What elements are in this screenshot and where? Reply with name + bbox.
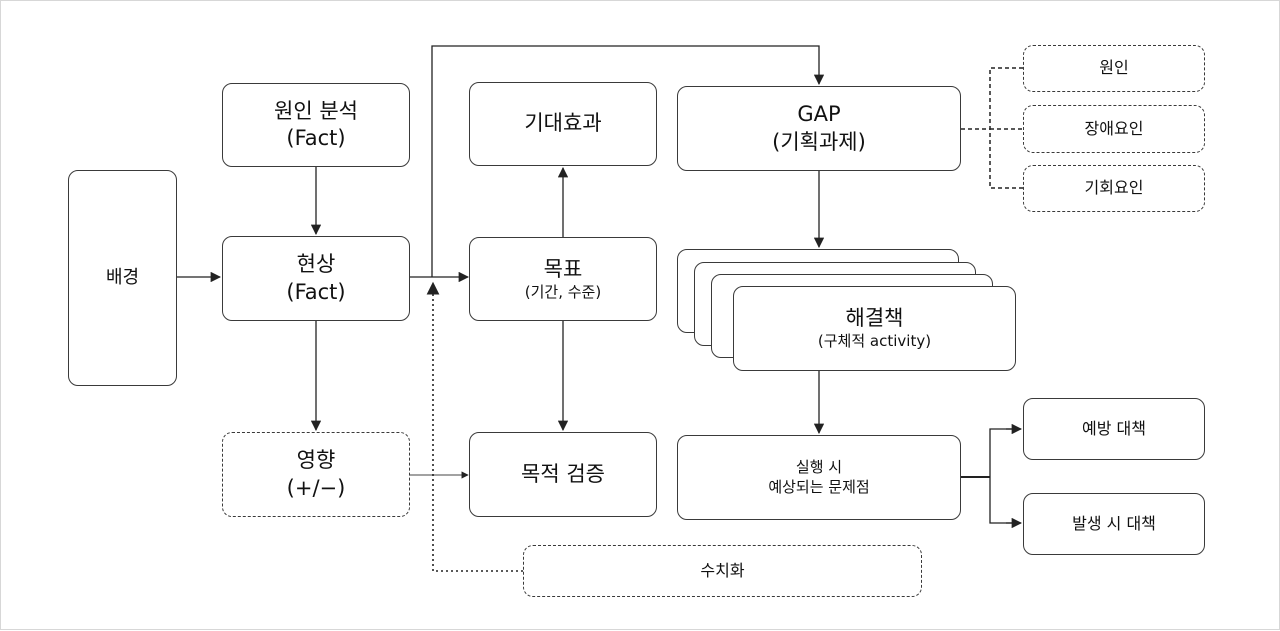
node-cause-analysis: 원인 분석 (Fact): [222, 83, 410, 167]
node-opportunity-label: 기회요인: [1084, 178, 1144, 198]
node-opportunity: 기회요인: [1023, 165, 1205, 212]
node-solution-line2: (구체적 activity): [817, 332, 932, 351]
node-gap: GAP (기획과제): [677, 86, 961, 171]
problems-branch: [989, 428, 1020, 524]
arrow-quantification-dotted: [426, 281, 523, 572]
node-prevention: 예방 대책: [1023, 398, 1205, 460]
node-quantification: 수치화: [523, 545, 922, 597]
node-solution: 해결책 (구체적 activity): [733, 286, 1016, 371]
node-impact: 영향 (+/−): [222, 432, 410, 517]
node-phenomenon-line2: (Fact): [286, 279, 346, 304]
gap-bracket: [989, 67, 1023, 189]
node-solution-line1: 해결책: [845, 306, 904, 331]
node-goal-line2: (기간, 수준): [524, 282, 602, 301]
node-quantification-label: 수치화: [700, 560, 745, 580]
node-response-label: 발생 시 대책: [1072, 513, 1156, 533]
node-gap-line1: GAP: [797, 102, 841, 127]
node-impact-line2: (+/−): [286, 475, 346, 500]
node-expected-effect-label: 기대효과: [524, 111, 602, 136]
node-expected-problems-line1: 실행 시: [795, 458, 843, 476]
node-cause: 원인: [1023, 45, 1205, 92]
node-prevention-label: 예방 대책: [1082, 418, 1146, 438]
node-goal-verification: 목적 검증: [469, 432, 657, 517]
node-cause-analysis-line1: 원인 분석: [274, 98, 358, 123]
node-gap-line2: (기획과제): [772, 129, 866, 154]
node-response: 발생 시 대책: [1023, 493, 1205, 555]
node-expected-problems-line2: 예상되는 문제점: [768, 477, 870, 496]
node-background: 배경: [68, 170, 177, 386]
node-goal-verification-label: 목적 검증: [521, 461, 605, 486]
node-obstacle-label: 장애요인: [1084, 118, 1144, 138]
node-phenomenon: 현상 (Fact): [222, 236, 410, 321]
node-goal-line1: 목표: [543, 256, 583, 281]
node-cause-analysis-line2: (Fact): [286, 126, 346, 150]
node-phenomenon-line1: 현상: [296, 252, 336, 277]
node-goal: 목표 (기간, 수준): [469, 237, 657, 321]
node-expected-problems: 실행 시 예상되는 문제점: [677, 435, 961, 520]
node-impact-line1: 영향: [296, 448, 336, 473]
node-obstacle: 장애요인: [1023, 105, 1205, 153]
node-cause-label: 원인: [1099, 58, 1129, 78]
arrow-phenomenon-to-gap: [431, 45, 825, 277]
node-expected-effect: 기대효과: [469, 82, 657, 166]
node-background-label: 배경: [105, 267, 140, 289]
